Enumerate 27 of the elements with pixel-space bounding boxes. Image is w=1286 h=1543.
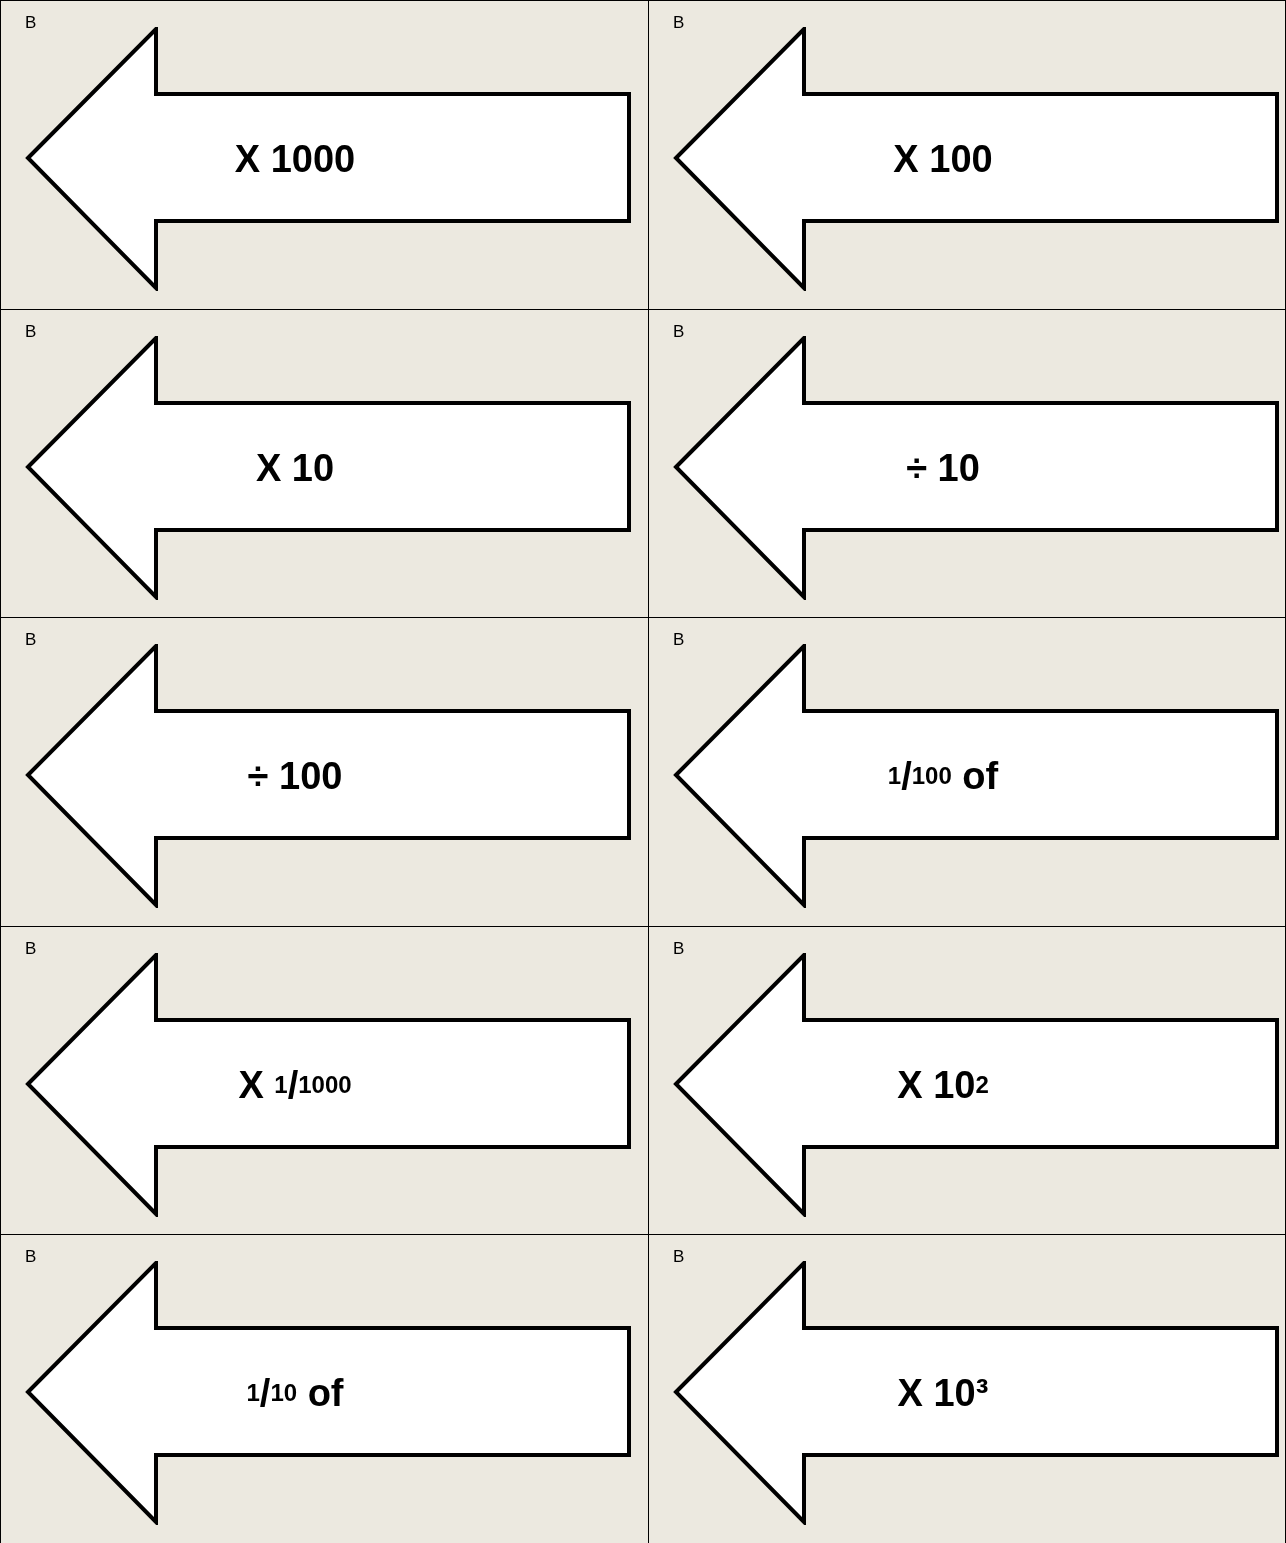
- card: [648, 926, 1286, 1236]
- card: [0, 1234, 649, 1543]
- operation-text: ÷ 10: [906, 446, 980, 490]
- card: [648, 0, 1286, 310]
- operation-text: X 10³: [897, 1371, 989, 1415]
- card: [648, 617, 1286, 927]
- card-letter: B: [25, 13, 37, 33]
- operation-text: X 10$^{2}$: [897, 1063, 989, 1107]
- card: [0, 926, 649, 1236]
- card-letter: B: [25, 1247, 37, 1267]
- operation-text: X 1000: [234, 137, 356, 181]
- card-letter: B: [673, 322, 685, 342]
- card-letter: B: [673, 630, 685, 650]
- card-letter: B: [673, 1247, 685, 1267]
- card-letter: B: [25, 630, 37, 650]
- card-letter: B: [25, 322, 37, 342]
- card-letter: B: [673, 13, 685, 33]
- operation-text: X 100: [893, 137, 993, 181]
- card-letter: B: [673, 939, 685, 959]
- card: [0, 617, 649, 927]
- card: [648, 1234, 1286, 1543]
- card-letter: B: [25, 939, 37, 959]
- operation-text: X 10: [255, 446, 335, 490]
- card: [0, 0, 649, 310]
- card: [0, 309, 649, 619]
- card: [648, 309, 1286, 619]
- operation-text: ÷ 100: [247, 754, 343, 798]
